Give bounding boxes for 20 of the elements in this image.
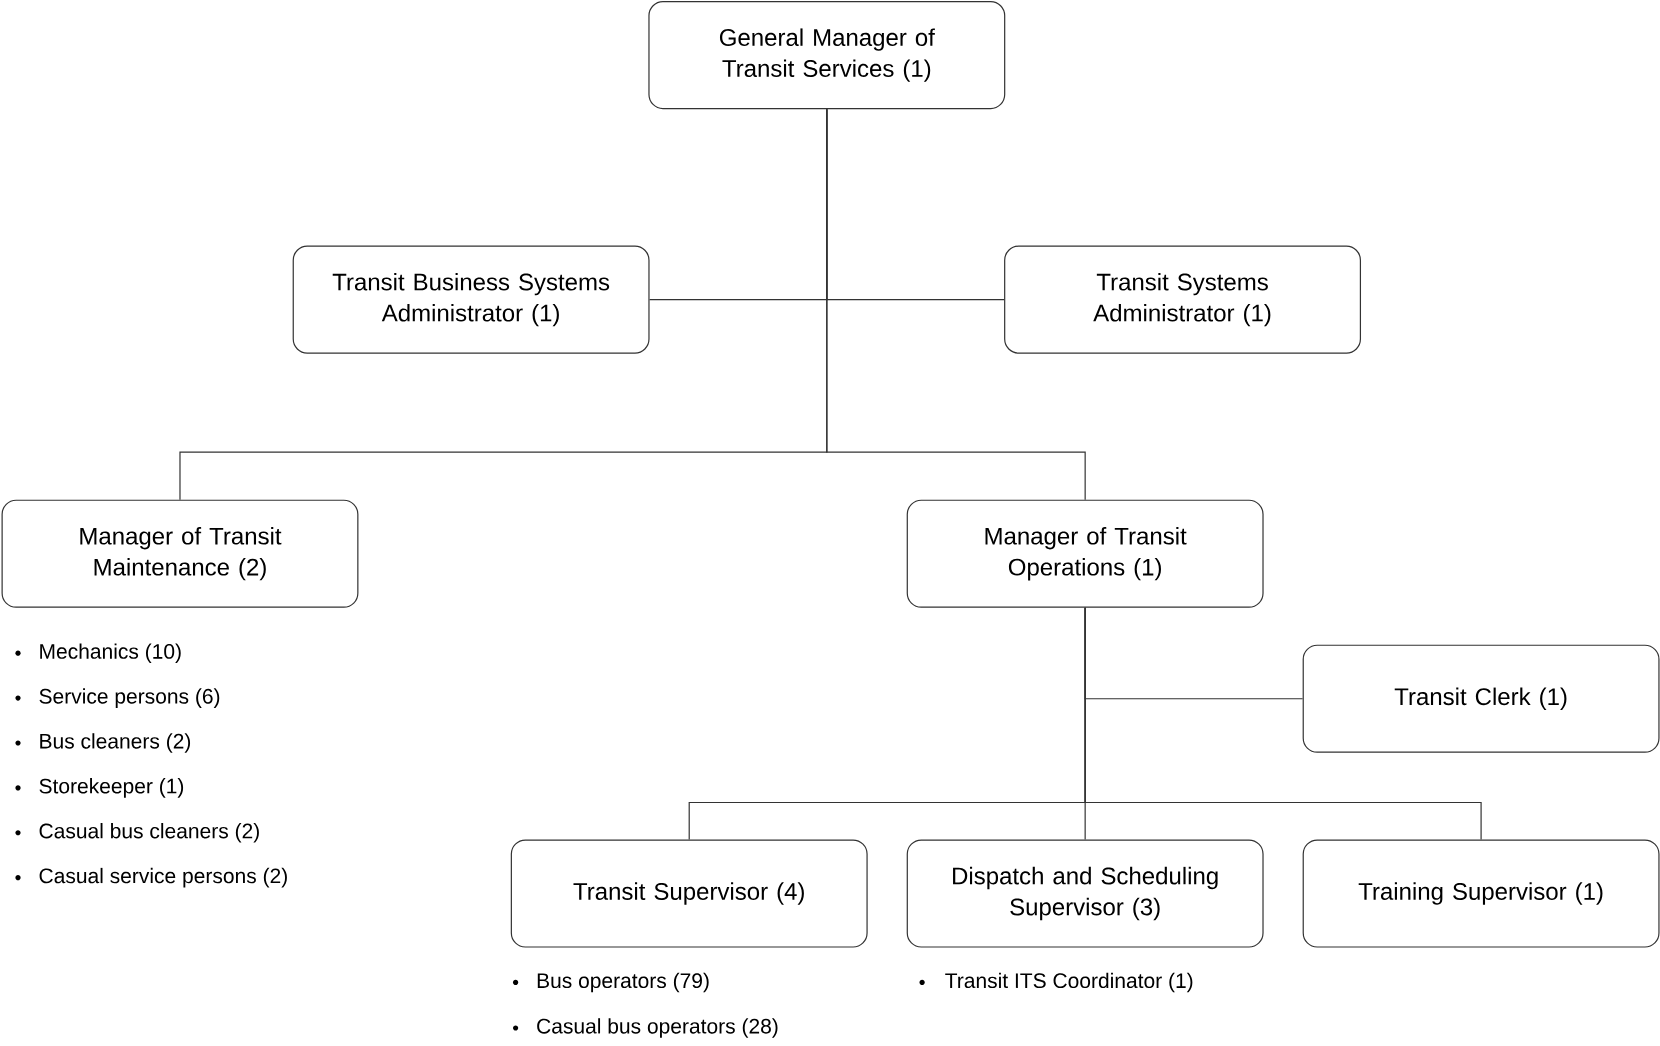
connector-line bbox=[1084, 607, 1482, 841]
title-box: Transit Supervisor (4) bbox=[510, 839, 868, 948]
list-item: Transit ITS Coordinator (1) bbox=[945, 972, 1193, 993]
title-box: Transit Systems Administrator (1) bbox=[1004, 245, 1361, 354]
title-box: Transit Clerk (1) bbox=[1302, 644, 1660, 753]
list-item: Bus cleaners (2) bbox=[40, 733, 191, 753]
title-box: Training Supervisor (1) bbox=[1302, 839, 1660, 948]
title-box: Manager of Transit Operations (1) bbox=[906, 499, 1264, 608]
connector-line bbox=[826, 108, 1086, 501]
list-item: Casual bus operators (28) bbox=[537, 1018, 778, 1038]
list-item: Mechanics (10) bbox=[40, 643, 181, 663]
title-box: Transit Business Systems Administrator (1) bbox=[292, 245, 650, 354]
list-item: Casual service persons (2) bbox=[39, 867, 287, 888]
title-box: Manager of Transit Maintenance (2) bbox=[1, 499, 359, 608]
list-item: Storekeeper (1) bbox=[39, 778, 184, 798]
list-item: Bus operators (79) bbox=[537, 972, 709, 993]
list-item: Casual bus cleaners (2) bbox=[39, 823, 259, 843]
title-box: General Manager of Transit Services (1) bbox=[648, 1, 1006, 110]
title-box: Dispatch and Scheduling Supervisor (3) bbox=[906, 839, 1264, 948]
list-item: Service persons (6) bbox=[39, 688, 220, 708]
